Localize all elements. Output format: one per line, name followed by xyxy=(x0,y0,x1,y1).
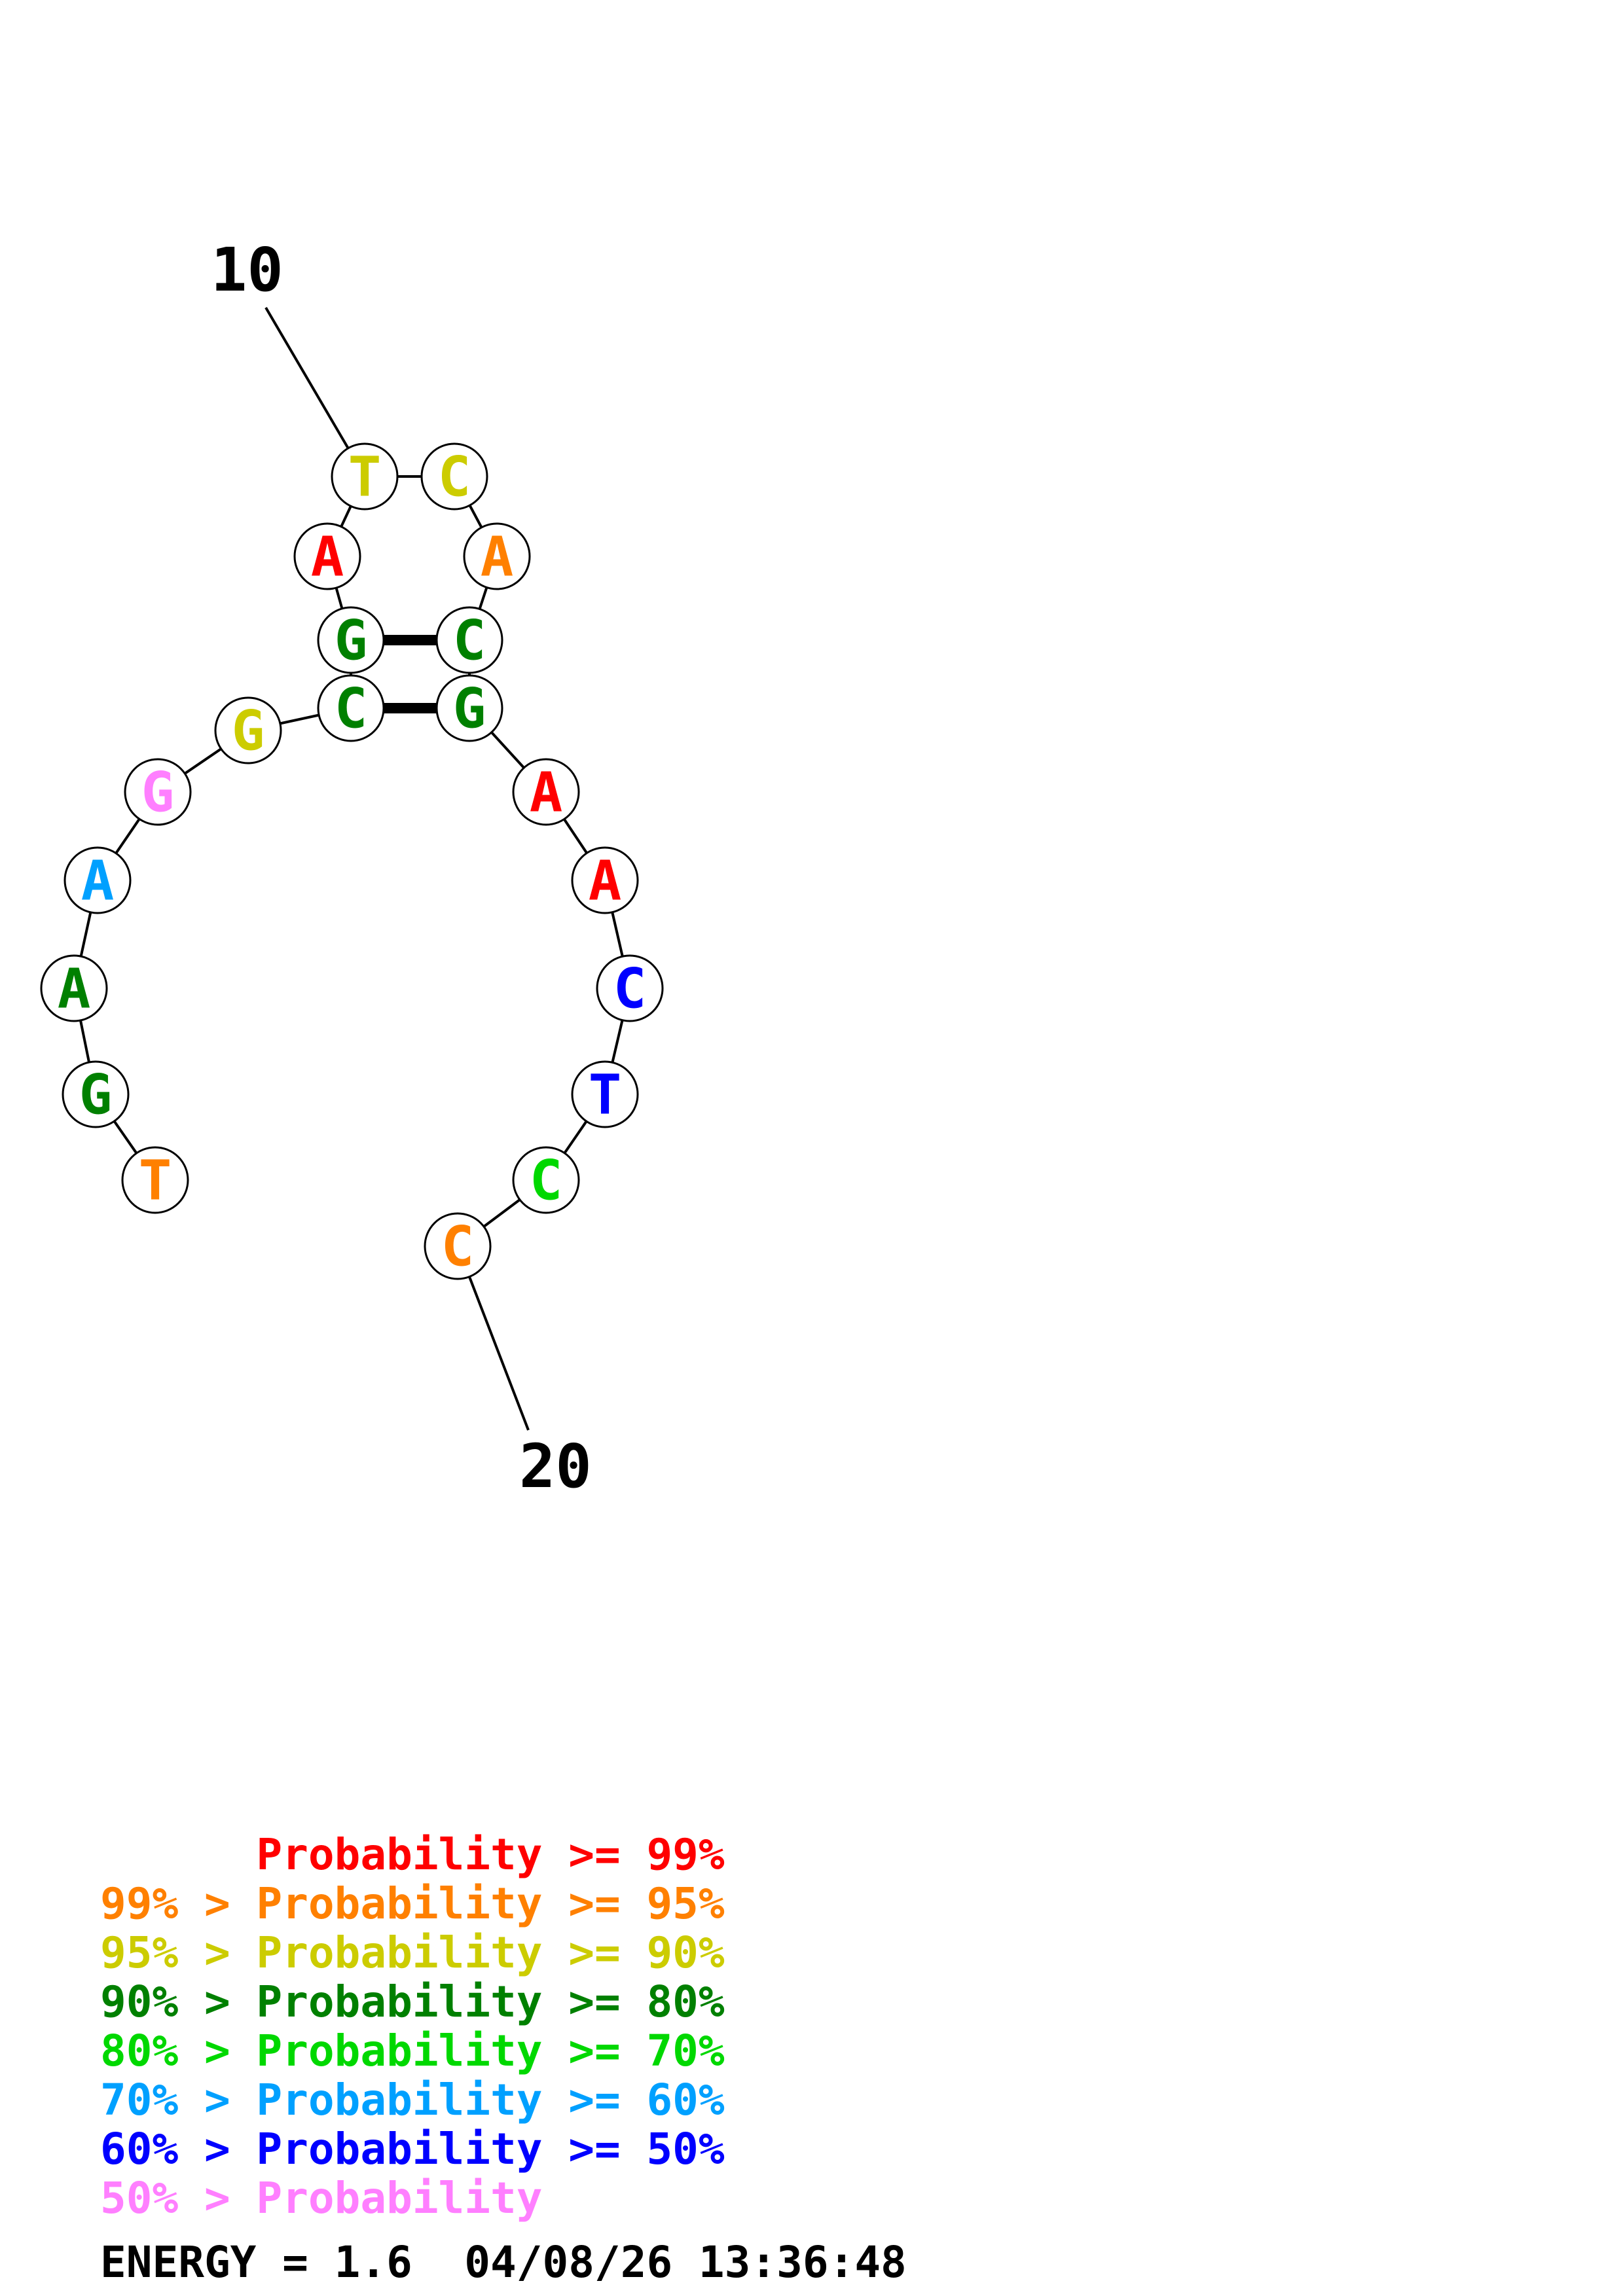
legend-entry: 90% > Probability >= 80% xyxy=(100,1977,725,2027)
nucleotide-letter: T xyxy=(589,1062,622,1126)
nucleotide-circle xyxy=(571,1060,639,1128)
nucleotide-letter: A xyxy=(81,848,115,912)
nucleotide-circle xyxy=(317,606,385,674)
nucleotide-letter: G xyxy=(232,698,265,762)
nucleotide-circle xyxy=(293,522,361,590)
nucleotide-circle xyxy=(596,954,664,1022)
probability-legend: Probability >= 99% 99% > Probability >= … xyxy=(100,1830,725,2223)
legend-entry: 99% > Probability >= 95% xyxy=(100,1878,725,1929)
nucleotide-letter: A xyxy=(589,848,622,912)
nucleotide-letter: G xyxy=(453,676,486,740)
nucleotide-letter: C xyxy=(335,676,368,740)
nucleotide-letter: G xyxy=(335,608,368,672)
nucleotide-circle xyxy=(435,674,503,742)
nucleotide-circle xyxy=(214,696,282,764)
legend-entry: 95% > Probability >= 90% xyxy=(100,1928,725,1978)
nucleotide-circle xyxy=(463,522,531,590)
legend-entry: Probability >= 99% xyxy=(100,1829,725,1880)
nucleotide-circle xyxy=(512,758,580,826)
nucleotide-circle xyxy=(424,1212,492,1280)
nucleotide-circle xyxy=(317,674,385,742)
sequence-number-label: 20 xyxy=(519,1431,592,1501)
legend-entry: 70% > Probability >= 60% xyxy=(100,2075,725,2125)
nucleotide-circle xyxy=(62,1060,130,1128)
nucleotide-circle xyxy=(571,846,639,914)
nucleotide-letter: T xyxy=(348,444,382,509)
nucleotide-letter: C xyxy=(438,444,471,509)
nucleotide-letter: G xyxy=(141,760,175,824)
legend-entry: 50% > Probability xyxy=(100,2173,543,2223)
nucleotide-letter: G xyxy=(79,1062,113,1126)
nucleotide-circle xyxy=(124,758,192,826)
nucleotide-circle xyxy=(512,1146,580,1214)
nucleotide-letter: C xyxy=(530,1148,563,1212)
nucleotide-circle xyxy=(121,1146,189,1214)
energy-readout: ENERGY = 1.6 04/08/26 13:36:48 xyxy=(100,2237,907,2287)
nucleotide-letter: A xyxy=(311,524,344,588)
nucleotide-circle xyxy=(64,846,132,914)
legend-entry: 80% > Probability >= 70% xyxy=(100,2026,725,2076)
nucleotide-circle xyxy=(420,442,488,511)
nucleotide-letter: C xyxy=(453,608,486,672)
legend-entry: 60% > Probability >= 50% xyxy=(100,2124,725,2174)
sequence-number-label: 10 xyxy=(211,235,283,305)
nucleotide-letter: C xyxy=(613,956,647,1020)
nucleotide-letter: T xyxy=(139,1148,172,1212)
nucleotide-letter: A xyxy=(530,760,563,824)
nucleotide-letter: A xyxy=(58,956,91,1020)
nucleotide-circle xyxy=(435,606,503,674)
nucleotide-circle xyxy=(40,954,108,1022)
nucleotide-letter: C xyxy=(441,1214,475,1278)
nucleotide-letter: A xyxy=(481,524,514,588)
nucleotide-circle xyxy=(331,442,399,511)
